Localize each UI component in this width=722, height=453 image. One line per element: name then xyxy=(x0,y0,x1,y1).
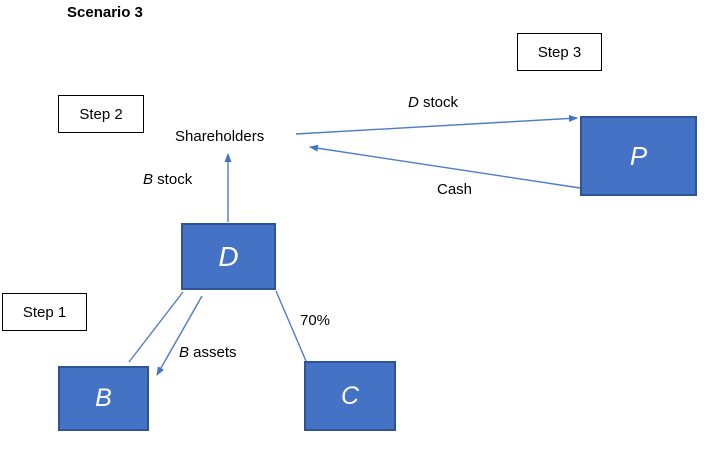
entity-box-d: D xyxy=(181,223,276,290)
step-3-label: Step 3 xyxy=(537,43,582,61)
cash-edge-label: Cash xyxy=(437,181,473,198)
entity-b-label: B xyxy=(95,384,112,412)
entity-box-p: P xyxy=(580,116,697,196)
b-assets-rest: assets xyxy=(189,344,237,361)
step-2-label: Step 2 xyxy=(79,105,123,123)
entity-p-label: P xyxy=(629,140,648,171)
shareholders-label: Shareholders xyxy=(175,128,265,145)
diagram-title: Scenario 3 xyxy=(67,4,143,21)
d-stock-var: D xyxy=(408,94,419,111)
step-1-box: Step 1 xyxy=(2,293,87,331)
connector-shareholders-to-p-d-stock xyxy=(295,114,578,135)
d-stock-rest: stock xyxy=(418,94,459,111)
step-1-label: Step 1 xyxy=(22,303,67,321)
b-assets-var: B xyxy=(179,344,190,361)
b-stock-var: B xyxy=(143,171,154,188)
entity-c-label: C xyxy=(340,381,360,410)
b-stock-rest: stock xyxy=(153,171,193,188)
entity-box-b: B xyxy=(58,366,149,431)
connector-d-to-b-line xyxy=(128,291,184,363)
step-3-box: Step 3 xyxy=(517,33,602,71)
ownership-percentage-label: 70% xyxy=(300,312,331,329)
connector-d-to-b-assets-arrow xyxy=(156,295,203,376)
b-stock-edge-label: B stock xyxy=(143,171,192,188)
b-assets-edge-label: B assets xyxy=(179,344,237,361)
step-2-box: Step 2 xyxy=(58,95,144,133)
entity-box-c: C xyxy=(304,361,396,431)
entity-d-label: D xyxy=(218,240,239,272)
d-stock-edge-label: D stock xyxy=(408,94,458,111)
